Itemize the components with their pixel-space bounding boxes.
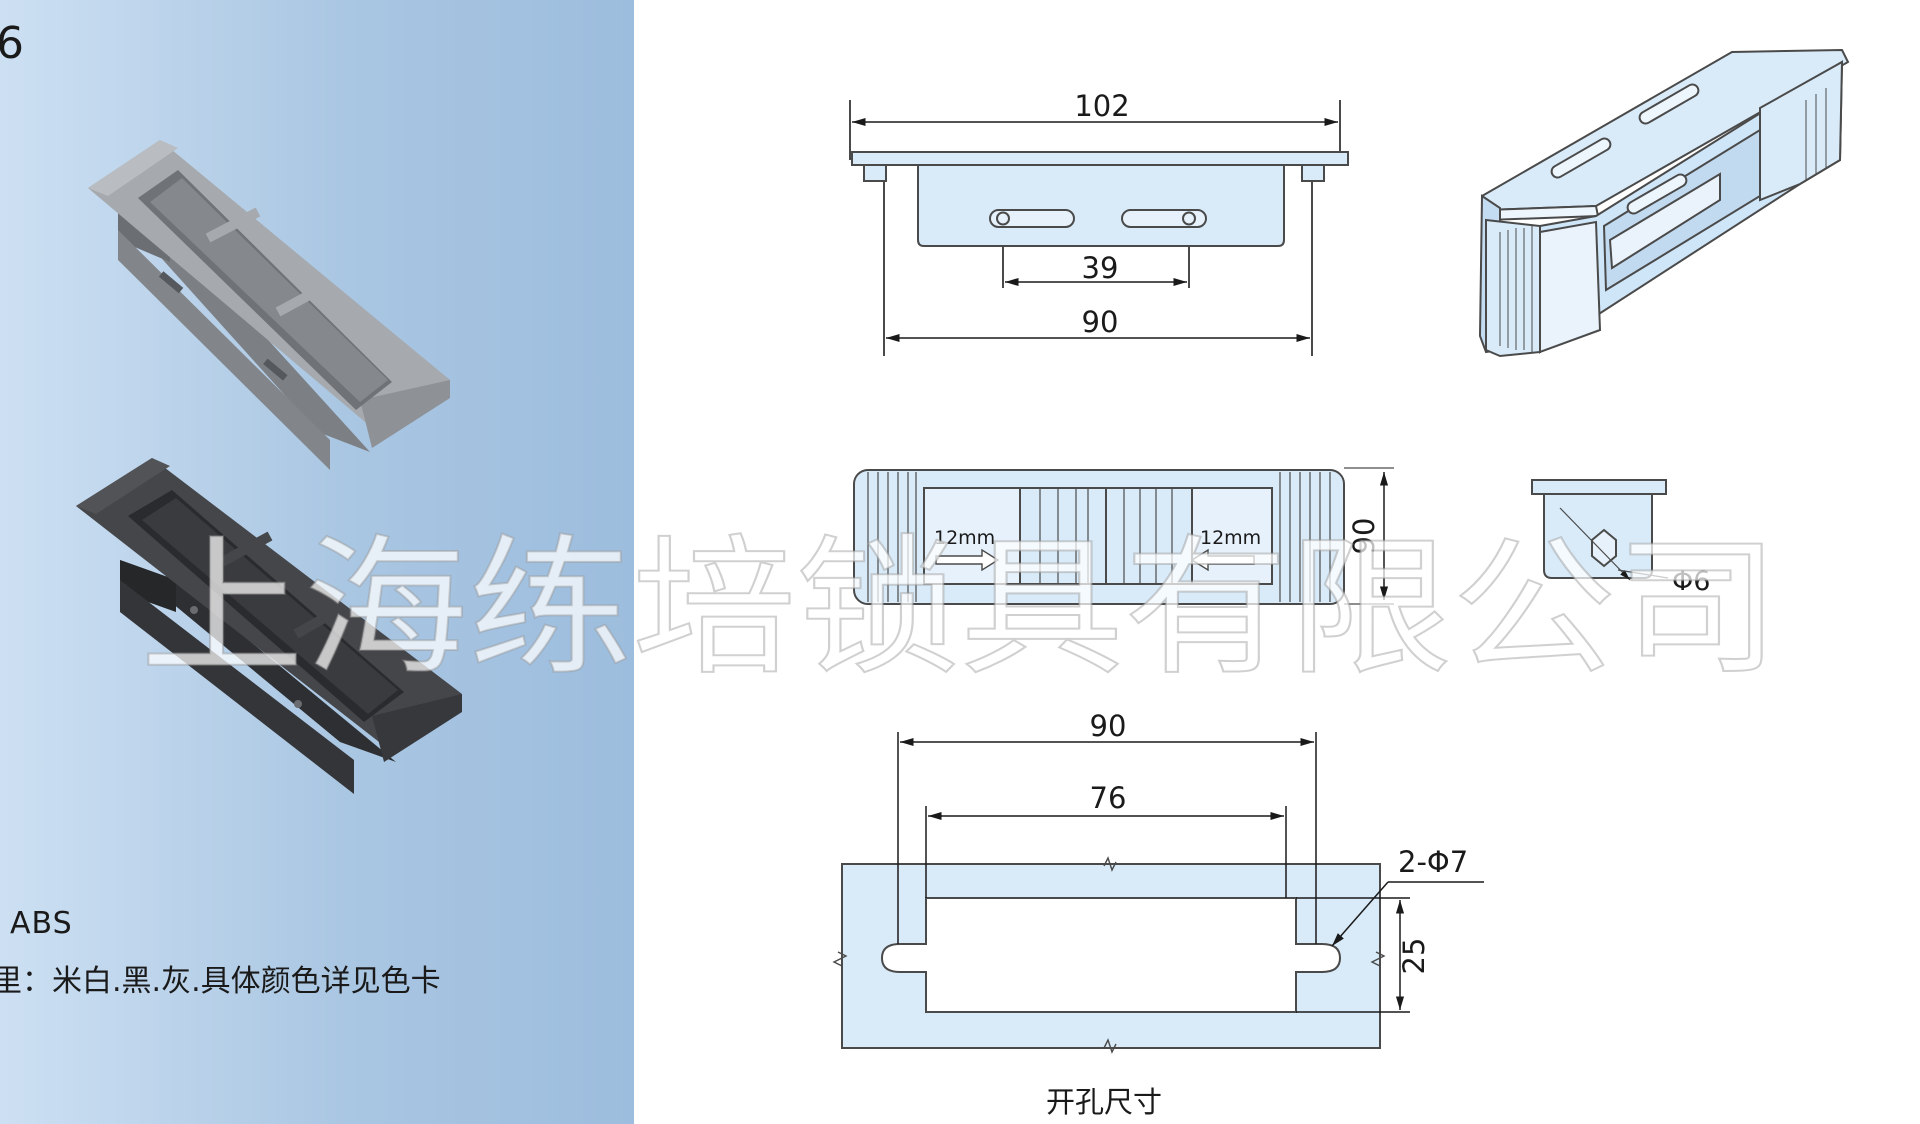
dim-cutout-inner: 76	[1090, 781, 1127, 815]
dim-hole-diameter: Φ6	[1672, 566, 1710, 597]
dim-front-height: 90	[1347, 518, 1381, 555]
dim-body-width: 90	[1082, 305, 1119, 339]
dim-slot-spacing: 39	[1082, 251, 1119, 285]
top-view-drawing	[849, 100, 1349, 356]
top-view-dimensions	[852, 117, 1338, 343]
dim-cutout-height: 25	[1397, 938, 1431, 975]
isometric-view-drawing	[1478, 48, 1850, 358]
arrow-right-label: 12mm	[1200, 527, 1261, 549]
color-note: 里：米白.黑.灰.具体颜色详见色卡	[0, 964, 441, 999]
dim-cutout-holes: 2-Φ7	[1398, 845, 1468, 879]
gray-latch-image	[88, 140, 450, 470]
model-code: 6	[0, 18, 24, 69]
dim-cutout-width: 90	[1090, 709, 1127, 743]
cutout-drawing	[832, 856, 1386, 1054]
material-label: ABS	[10, 906, 73, 941]
dim-top-width: 102	[1074, 89, 1129, 123]
black-latch-image	[76, 458, 462, 794]
arrow-left-label: 12mm	[934, 527, 995, 549]
side-view-drawing	[1531, 479, 1669, 581]
front-view-drawing	[853, 467, 1394, 605]
cutout-title: 开孔尺寸	[1046, 1085, 1162, 1119]
cutout-dimensions	[897, 732, 1484, 1013]
company-watermark: 上海练培锁具有限公司	[140, 522, 1780, 696]
